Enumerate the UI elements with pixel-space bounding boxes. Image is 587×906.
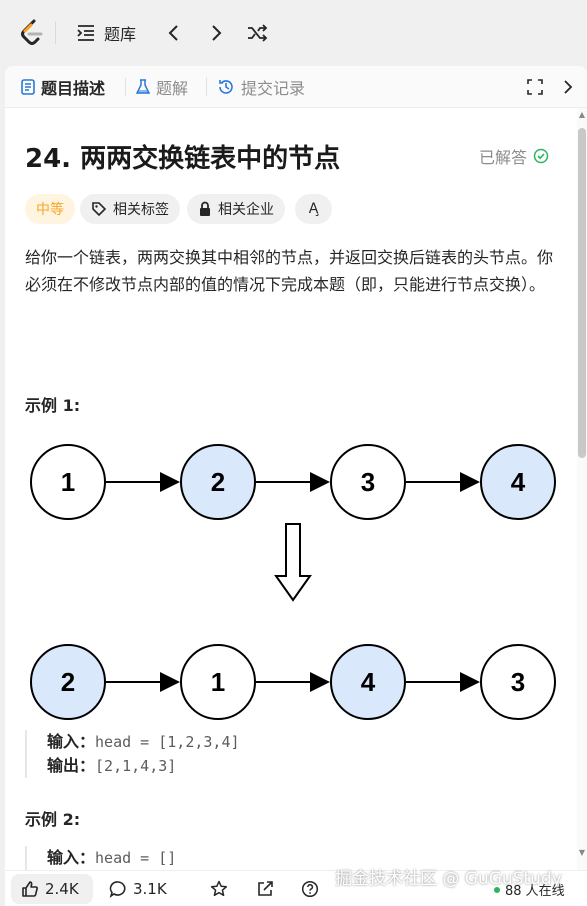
example-2-heading: 示例 2: <box>25 810 81 829</box>
difficulty-badge: 中等 <box>25 194 75 224</box>
example-1-output: 输出：[2,1,4,3] <box>47 756 177 775</box>
problem-description: 给你一个链表，两两交换其中相邻的节点，并返回交换后链表的头节点。你必须在不修改节… <box>25 248 554 294</box>
check-circle-icon <box>533 148 549 164</box>
companies-tag-button[interactable]: 相关企业 <box>187 194 285 224</box>
example-1-diagram: 1 2 3 4 2 1 4 3 <box>30 444 556 720</box>
example-1-io: 输入：head = [1,2,3,4] 输出：[2,1,4,3] <box>25 730 240 778</box>
tab-solutions-label: 题解 <box>156 79 189 98</box>
list-node <box>480 444 556 520</box>
history-icon <box>219 80 233 94</box>
tab-solutions[interactable]: 题解 <box>136 74 188 100</box>
example-2-input: 输入：head = [] <box>47 848 177 867</box>
random-problem-button[interactable] <box>246 20 268 46</box>
scrollbar[interactable]: ▲ ▼ <box>577 108 587 870</box>
problem-list-button[interactable]: 题库 <box>76 20 136 46</box>
description-panel: 题目描述 题解 提交记录 24. 两两交换链表中的节点 <box>5 66 587 906</box>
comment-icon <box>109 881 126 898</box>
problem-title: 24. 两两交换链表中的节点 <box>25 144 341 174</box>
like-count-label: 2.4K <box>45 880 79 898</box>
list-node <box>480 644 556 720</box>
companies-tag-label: 相关企业 <box>218 202 274 218</box>
chevron-left-icon <box>168 25 178 41</box>
watermark: 掘金技术社区 @ GuGuStudy <box>335 869 562 889</box>
like-count[interactable]: 2.4K <box>21 877 79 901</box>
tab-description-label: 题目描述 <box>41 79 106 98</box>
list-node-value: 3 <box>361 467 375 497</box>
tab-separator <box>125 78 126 96</box>
difficulty-label: 中等 <box>36 202 64 218</box>
prev-problem-button[interactable] <box>166 20 182 46</box>
next-problem-button[interactable] <box>208 20 224 46</box>
favorite-button[interactable] <box>210 877 228 901</box>
top-bar: 题库 <box>0 0 587 66</box>
list-node <box>330 644 406 720</box>
after-list: 2 1 4 3 <box>30 644 556 720</box>
tab-submissions[interactable]: 提交记录 <box>217 74 305 100</box>
bottom-action-bar: 2.4K 3.1K <box>5 870 587 906</box>
chevron-right-icon <box>564 80 573 94</box>
list-node <box>180 644 256 720</box>
list-node-value: 2 <box>211 467 225 497</box>
topics-tag-label: 相关标签 <box>113 202 169 218</box>
flask-icon <box>136 79 150 94</box>
swap-arrow <box>274 523 312 602</box>
online-dot <box>494 886 500 893</box>
list-node <box>30 444 106 520</box>
solved-status: 已解答 <box>479 144 549 168</box>
lock-icon <box>200 201 210 216</box>
list-node <box>330 444 406 520</box>
topics-tag-button[interactable]: 相关标签 <box>80 194 180 224</box>
list-node <box>30 644 106 720</box>
translate-icon: A̧ <box>308 201 319 217</box>
help-button[interactable] <box>301 877 319 901</box>
scroll-down-arrow[interactable]: ▼ <box>578 848 586 857</box>
question-circle-icon <box>301 880 319 898</box>
share-button[interactable] <box>256 877 274 901</box>
more-tabs-button[interactable] <box>561 74 579 100</box>
list-node-value: 1 <box>61 467 75 497</box>
list-node <box>180 444 256 520</box>
comment-count-label: 3.1K <box>133 880 167 898</box>
tab-description[interactable]: 题目描述 <box>21 74 105 100</box>
tab-separator <box>206 78 207 96</box>
chevron-right-icon <box>212 25 222 41</box>
list-node-value: 2 <box>61 667 75 697</box>
example-2-io: 输入：head = [] <box>25 846 176 870</box>
tab-submissions-label: 提交记录 <box>241 79 306 98</box>
scrollbar-thumb[interactable] <box>578 128 586 458</box>
star-icon <box>210 880 228 897</box>
list-node-value: 3 <box>511 667 525 697</box>
example-1-heading: 示例 1: <box>25 396 81 415</box>
like-button[interactable] <box>11 874 93 904</box>
online-count-label: 88 人在线 <box>505 884 565 899</box>
translate-button[interactable]: A̧ <box>295 194 332 224</box>
fullscreen-button[interactable] <box>527 74 549 100</box>
scroll-up-arrow[interactable]: ▲ <box>578 110 586 119</box>
list-node-value: 4 <box>361 667 376 697</box>
shuffle-icon <box>248 24 268 42</box>
share-icon <box>258 881 273 896</box>
problem-list-label: 题库 <box>104 25 137 44</box>
description-content: 24. 两两交换链表中的节点 已解答 中等 相关标签 相关企业 <box>5 108 579 870</box>
example-1-input: 输入：head = [1,2,3,4] <box>47 732 240 751</box>
expand-icon <box>527 79 543 95</box>
thumbs-up-icon <box>22 881 38 897</box>
solved-label: 已解答 <box>479 148 528 167</box>
list-node-value: 4 <box>511 467 526 497</box>
comments-button[interactable]: 3.1K <box>109 877 167 901</box>
before-list: 1 2 3 4 <box>30 444 556 520</box>
online-count: 88 人在线 <box>494 880 565 899</box>
topbar-divider <box>55 22 56 44</box>
tag-icon <box>92 202 107 217</box>
panel-tabs: 题目描述 题解 提交记录 <box>5 66 587 108</box>
leetcode-logo-icon[interactable] <box>18 18 46 48</box>
list-icon <box>77 25 94 41</box>
document-icon <box>21 79 35 95</box>
list-node-value: 1 <box>211 667 225 697</box>
